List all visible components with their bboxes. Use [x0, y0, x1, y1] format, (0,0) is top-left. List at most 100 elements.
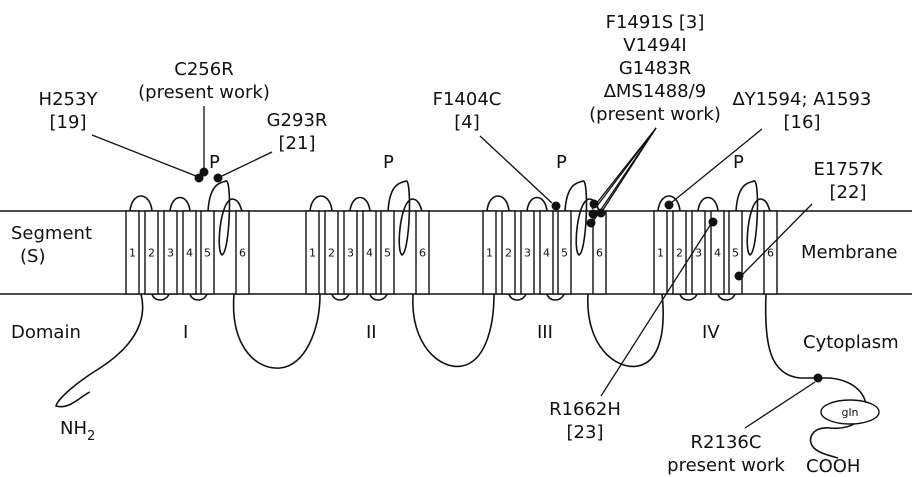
domain-iv-loop-4: [718, 294, 735, 300]
domain-ii-loop-4: [370, 294, 387, 300]
pointer-r2136c: [745, 382, 815, 428]
mutation-f1404c-name: F1404C: [433, 89, 502, 110]
domain-ii-loop-3: [350, 198, 370, 212]
segment-number: 5: [204, 247, 211, 260]
mutation-r1662h-name: R1662H: [549, 399, 621, 420]
mutation-h253y-name: H253Y: [39, 89, 99, 110]
segment-number: 1: [129, 247, 136, 260]
mutation-cluster-line-1: F1491S [3]: [606, 12, 705, 33]
segment-number: 2: [328, 247, 335, 260]
gln-label: gln: [841, 406, 858, 419]
segment-number: 3: [167, 247, 174, 260]
dot-c256r: [200, 168, 209, 177]
segment-number: 6: [419, 247, 426, 260]
pointer-f1404c: [480, 136, 552, 203]
domain-label-iv: IV: [702, 322, 720, 343]
domain-i-loop-1: [130, 196, 152, 211]
loop-iii-iv: [588, 294, 663, 366]
segment-number: 5: [384, 247, 391, 260]
segment-number: 5: [732, 247, 739, 260]
segment-number: 1: [657, 247, 664, 260]
segment-abbr-label: (S): [20, 246, 45, 267]
mutation-r2136c-ref: present work: [667, 455, 785, 476]
mutation-dy1594-name: ∆Y1594; A1593: [732, 89, 872, 110]
domain-label: Domain: [11, 322, 81, 343]
mutation-r2136c-name: R2136C: [691, 432, 762, 453]
domain-i-loop-2: [152, 294, 169, 300]
mutation-cluster-line-2: V1494I: [623, 35, 686, 56]
mutation-g293r: G293R [21]: [267, 110, 328, 154]
mutation-f1404c-ref: [4]: [454, 112, 480, 133]
segment-number: 4: [186, 247, 193, 260]
mutation-g293r-name: G293R: [267, 110, 328, 131]
membrane-label: Membrane: [801, 242, 897, 263]
domain-iii-loop-4: [547, 294, 564, 300]
mutation-h253y: H253Y [19]: [39, 89, 99, 133]
segment-number: 4: [714, 247, 721, 260]
domain-iv: 123456: [654, 181, 777, 300]
domain-iv-loop-3: [698, 198, 718, 212]
pore-label-ii: P: [383, 152, 394, 173]
mutation-cluster-line-5: (present work): [589, 104, 721, 125]
mutation-f1404c: F1404C [4]: [433, 89, 502, 133]
domain-label-i: I: [183, 322, 188, 343]
mutation-g293r-ref: [21]: [279, 133, 316, 154]
segment-number: 1: [486, 247, 493, 260]
dot-r1662h: [709, 218, 718, 227]
n-terminus-label: NH2: [60, 418, 95, 444]
domain-ii-loop-2: [332, 294, 349, 300]
segment-number: 2: [676, 247, 683, 260]
domain-label-iii: III: [537, 322, 553, 343]
mutation-r2136c: R2136C present work: [667, 432, 785, 476]
domain-ii-loop-1: [310, 196, 332, 211]
pointer-dy1594: [671, 129, 762, 203]
n-terminus-text: NH: [60, 418, 87, 439]
domain-iii-loop-3: [527, 198, 547, 212]
mutation-r1662h: R1662H [23]: [549, 399, 621, 443]
loop-i-ii: [234, 294, 320, 368]
segment-number: 5: [561, 247, 568, 260]
dot-dy1594: [665, 201, 674, 210]
domain-iv-loop-2: [680, 294, 697, 300]
dot-v1494i: [597, 209, 606, 218]
dot-f1491s: [590, 200, 599, 209]
dot-g1483r: [589, 210, 598, 219]
domain-iii-loop-2: [509, 294, 526, 300]
n-terminal-tail: [56, 294, 143, 407]
dot-ms1488: [587, 219, 596, 228]
domain-iii-loop-1: [487, 196, 509, 211]
mutation-r1662h-ref: [23]: [567, 422, 604, 443]
mutation-dy1594-ref: [16]: [784, 112, 821, 133]
segment-number: 6: [596, 247, 603, 260]
mutation-h253y-ref: [19]: [50, 112, 87, 133]
dot-r2136c: [814, 374, 823, 383]
segment-number: 2: [505, 247, 512, 260]
segment-number: 2: [148, 247, 155, 260]
cytoplasm-label: Cytoplasm: [803, 332, 899, 353]
domain-label-ii: II: [366, 322, 377, 343]
domain-i-loop-4: [190, 294, 207, 300]
pointer-g293r: [222, 152, 272, 176]
domain-i-loop-3: [170, 198, 190, 212]
segment-number: 6: [239, 247, 246, 260]
segment-number: 3: [524, 247, 531, 260]
mutation-c256r: C256R (present work): [138, 59, 270, 103]
segment-number: 1: [309, 247, 316, 260]
segment-number: 4: [543, 247, 550, 260]
mutation-cluster-line-4: ∆MS1488/9: [603, 81, 706, 102]
loop-ii-iii: [413, 294, 494, 366]
segment-label: Segment: [11, 223, 92, 244]
pointer-cluster-4: [592, 128, 656, 209]
pointer-cluster-3: [594, 128, 656, 220]
dot-f1404c: [552, 202, 561, 211]
pore-label-iv: P: [733, 152, 744, 173]
segment-number: 4: [366, 247, 373, 260]
mutation-c256r-name: C256R: [174, 59, 233, 80]
n-terminus-subscript: 2: [87, 429, 95, 444]
mutation-e1757k-name: E1757K: [814, 159, 884, 180]
mutation-dy1594: ∆Y1594; A1593 [16]: [732, 89, 872, 133]
dot-g293r: [214, 174, 223, 183]
